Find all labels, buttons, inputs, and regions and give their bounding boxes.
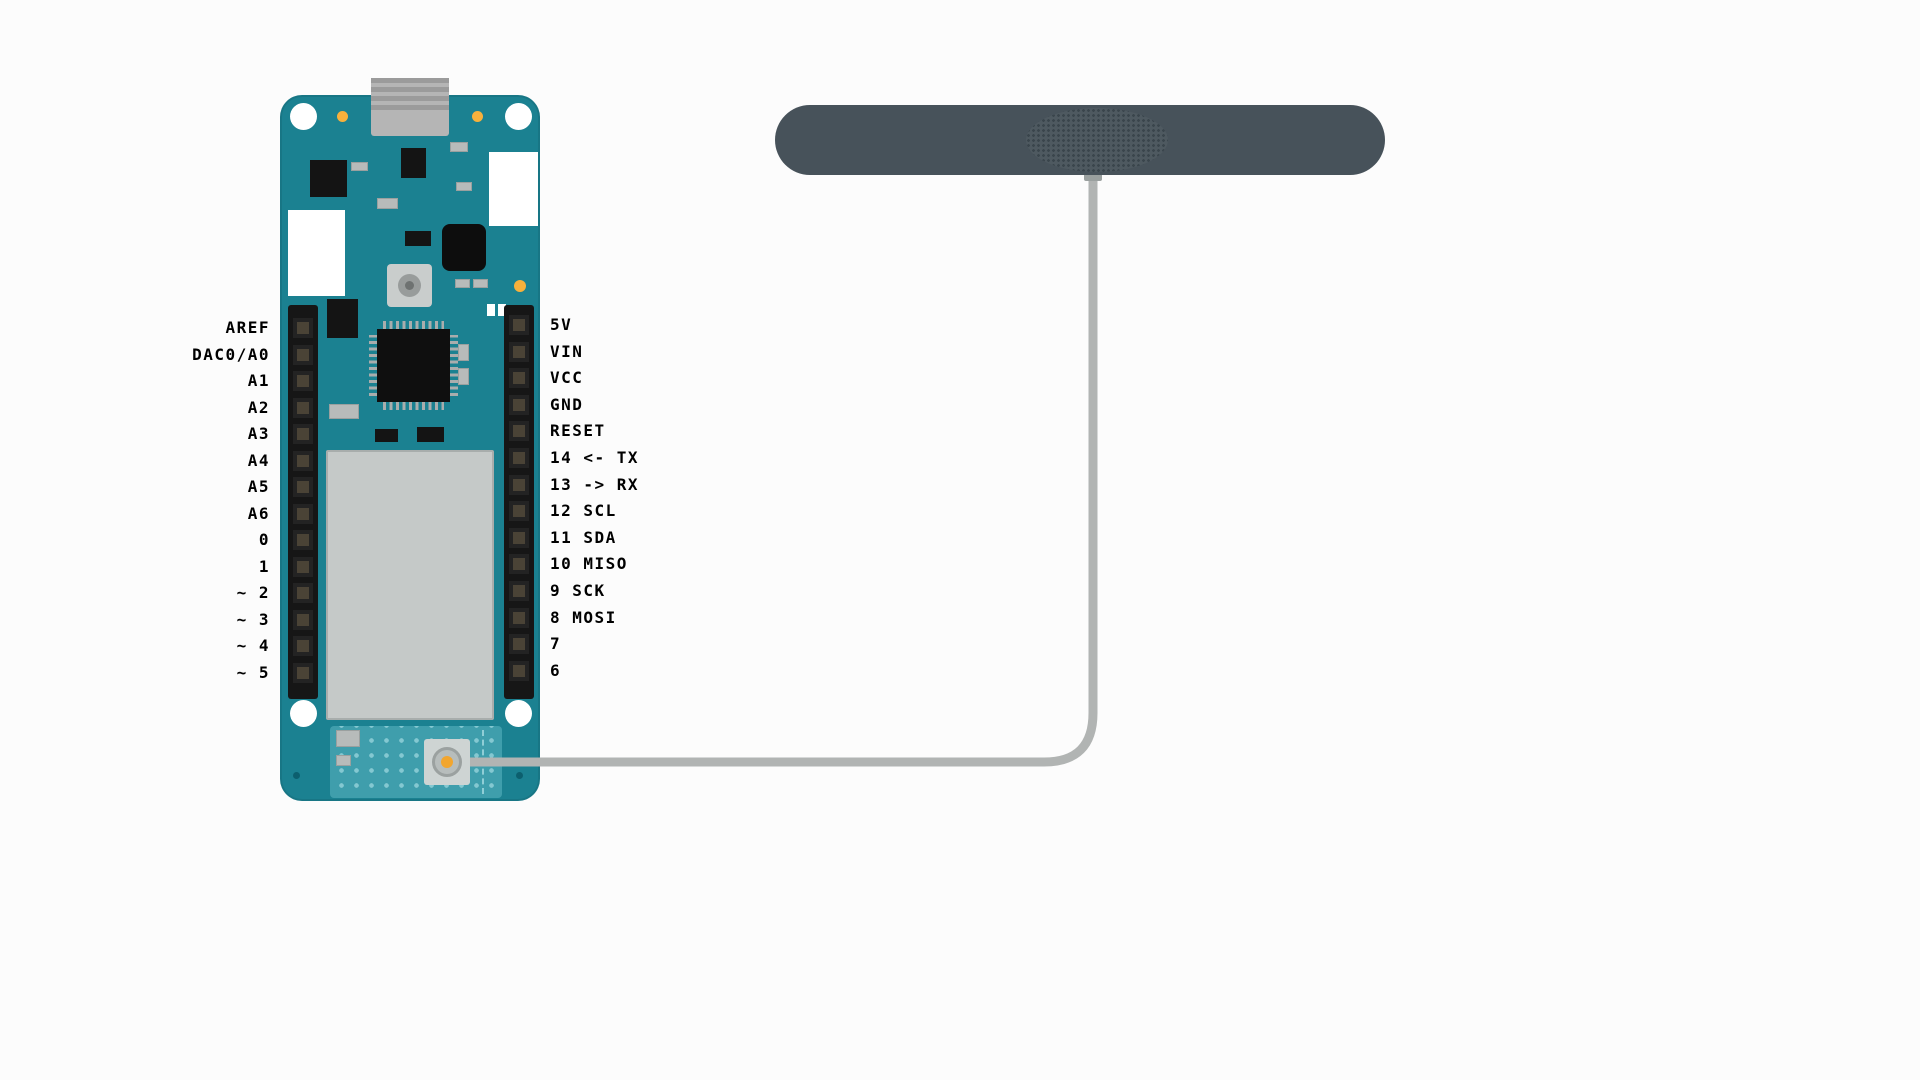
ic-chip xyxy=(327,299,358,338)
mounting-hole xyxy=(290,700,317,727)
passive-component xyxy=(336,755,351,766)
rf-shield xyxy=(326,450,494,720)
ic-chip xyxy=(417,427,444,442)
passive-component xyxy=(458,344,469,361)
pin-label: ~ 4 xyxy=(236,636,270,655)
pin-label: 8 MOSI xyxy=(550,607,617,627)
pin-label: ~ 5 xyxy=(236,662,270,682)
antenna-zone-separator xyxy=(482,730,484,794)
right-pin-labels: 5V VIN VCC GND RESET 14 <- TX 13 -> RX 12 SCL 11… xyxy=(550,0,790,1080)
pin-label: 13 -> RX xyxy=(550,474,640,494)
ic-chip xyxy=(405,231,431,246)
pin-label: VCC xyxy=(550,368,584,388)
power-management-chip xyxy=(442,224,486,271)
passive-component xyxy=(458,368,469,385)
board-dot xyxy=(516,772,523,779)
ic-chip xyxy=(401,148,426,178)
pin-label: A4 xyxy=(247,450,270,470)
mcu-pins xyxy=(383,402,444,410)
pin-label: DAC0/A0 xyxy=(192,344,270,364)
usb-connector xyxy=(371,78,449,136)
pin-label: ~ 3 xyxy=(236,609,270,629)
reset-button-dot xyxy=(405,281,414,290)
mounting-hole xyxy=(290,103,317,130)
pin-label: 14 <- TX xyxy=(550,448,640,467)
pin-label: 9 SCK xyxy=(550,581,606,600)
mcu-pins xyxy=(369,335,377,396)
pin-label: AREF xyxy=(225,318,270,337)
pin-label: 7 xyxy=(550,634,562,654)
passive-component xyxy=(455,279,470,288)
right-pin-header xyxy=(504,305,534,699)
passive-component xyxy=(336,730,360,747)
passive-component xyxy=(450,142,468,152)
ic-chip xyxy=(310,160,347,197)
pin-label: A3 xyxy=(247,424,270,443)
pin-label: GND xyxy=(550,394,584,414)
passive-component xyxy=(351,162,368,171)
mounting-hole xyxy=(505,700,532,727)
ic-chip xyxy=(375,429,398,442)
passive-component xyxy=(377,198,398,209)
passive-component xyxy=(487,304,495,316)
pin-label: RESET xyxy=(550,421,606,441)
antenna-cable-path xyxy=(455,169,1098,767)
pin-label: A5 xyxy=(247,477,270,496)
mcu-pins xyxy=(450,335,458,396)
passive-component xyxy=(473,279,488,288)
left-pin-header xyxy=(288,305,318,699)
pin-label: 11 SDA xyxy=(550,527,617,547)
pin-label: A6 xyxy=(247,503,270,523)
power-led xyxy=(337,111,348,122)
usb-ridges xyxy=(371,78,449,114)
mcu-pins xyxy=(383,321,444,329)
microcontroller xyxy=(377,329,450,402)
pin-label: 1 xyxy=(258,556,270,576)
pin-label: VIN xyxy=(550,341,584,361)
pin-label: 12 SCL xyxy=(550,501,617,521)
pin-label: A1 xyxy=(247,371,270,390)
ufl-connector-pin xyxy=(441,756,453,768)
antenna-mesh-pattern xyxy=(1026,108,1168,172)
status-led xyxy=(472,111,483,122)
pin-label: A2 xyxy=(247,397,270,417)
mounting-hole xyxy=(505,103,532,130)
pin-label: 0 xyxy=(258,530,270,549)
battery-connector xyxy=(288,210,345,296)
antenna-feed-point xyxy=(1084,173,1102,181)
board-dot xyxy=(293,772,300,779)
passive-component xyxy=(456,182,472,191)
pin-label: 10 MISO xyxy=(550,554,628,574)
pin-label: ~ 2 xyxy=(236,583,270,602)
connector-white xyxy=(489,152,538,226)
pin-label: 5V xyxy=(550,315,573,334)
passive-component xyxy=(329,404,359,419)
pin-label: 6 xyxy=(550,660,562,680)
charge-led xyxy=(514,280,526,292)
